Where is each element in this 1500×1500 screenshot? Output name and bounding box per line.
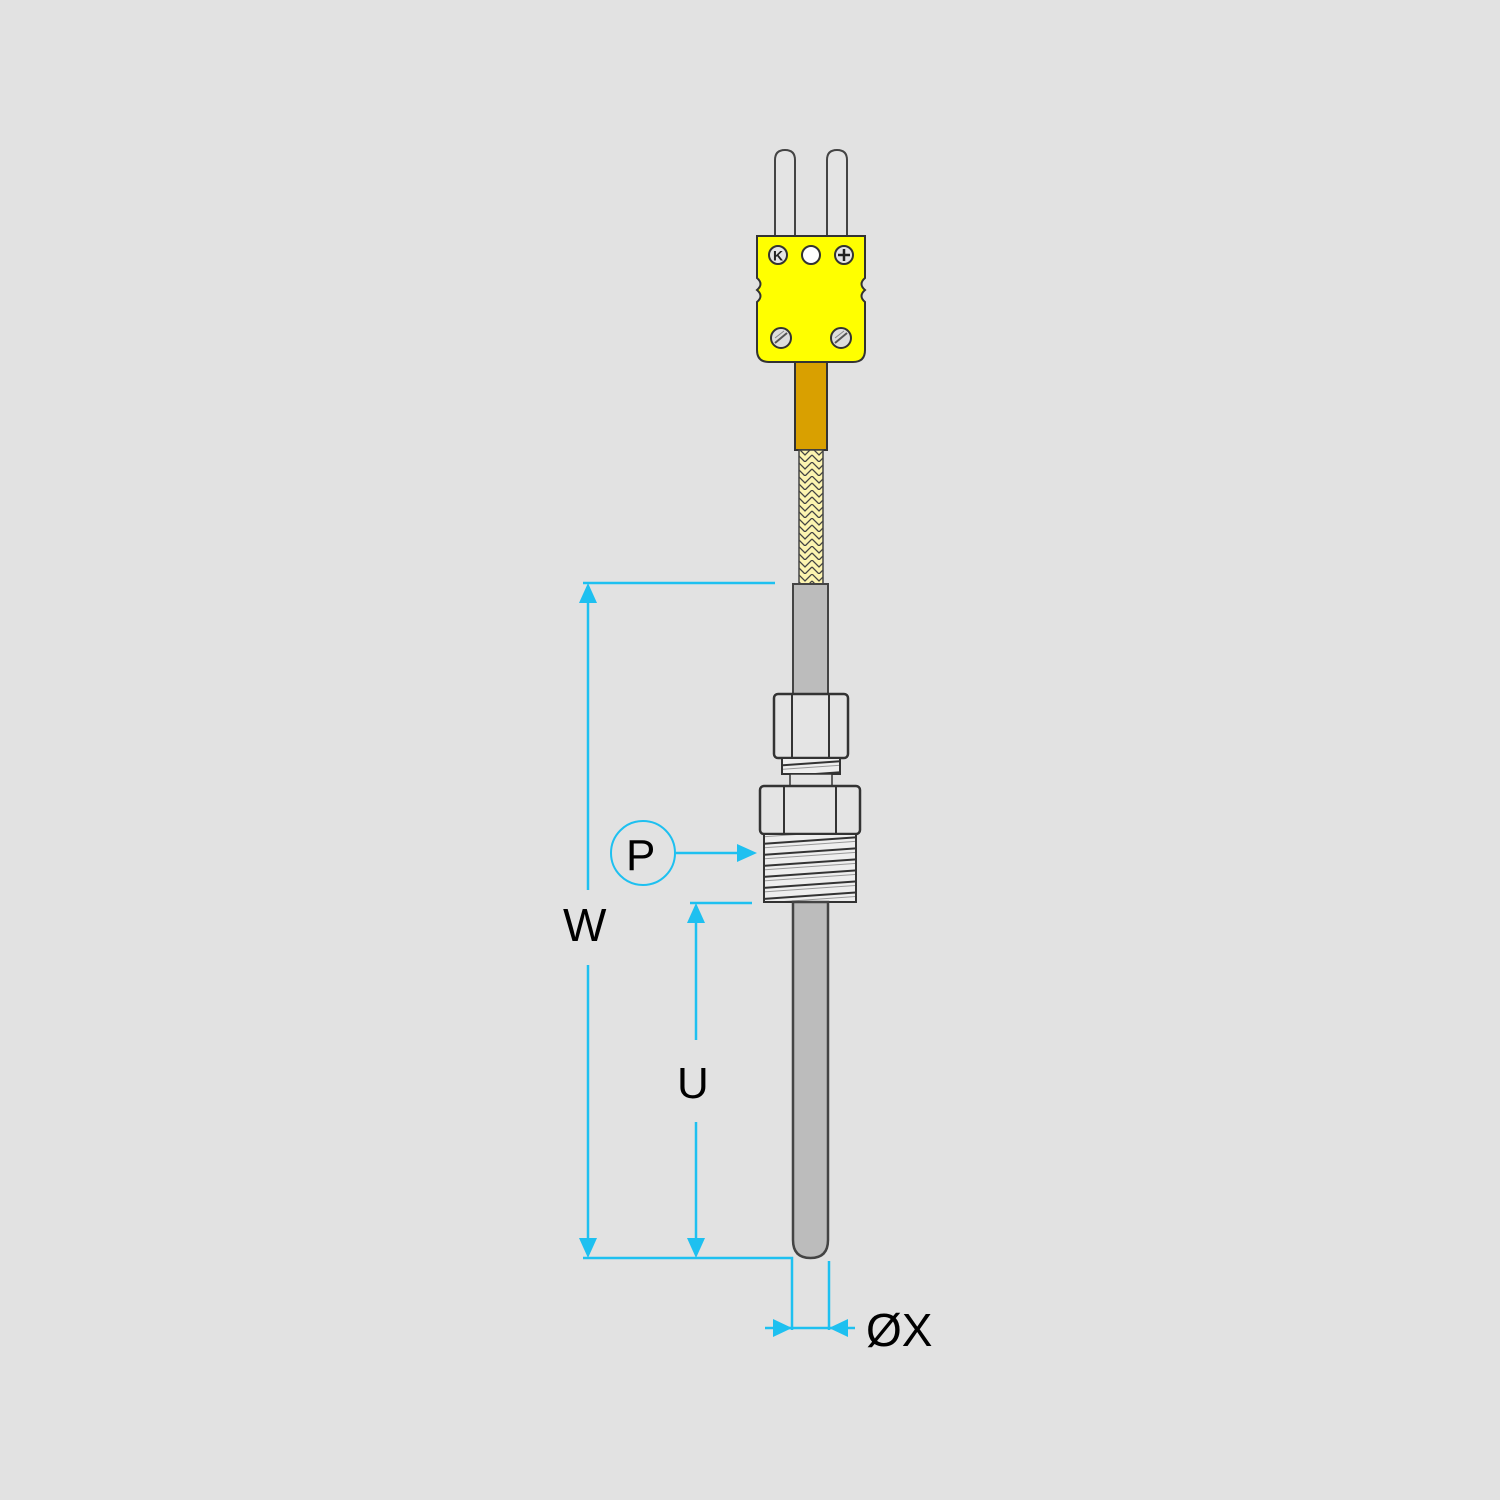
strain-relief [794,361,828,451]
screw-left-icon [770,327,792,349]
sheath-lower [791,900,830,1260]
sheath-upper [792,583,829,695]
overall-length-label: W [563,899,607,951]
immersion-length-label: U [677,1059,709,1108]
braided-lead-wire [798,449,824,585]
sheath-diameter-label: ØX [866,1304,933,1356]
dimension-arrowheads [579,583,848,1337]
process-connection-callout [610,820,676,886]
positive-polarity-icon [834,245,854,265]
type-k-marking-icon: K [768,245,788,265]
fitting-hex-body [758,784,862,836]
center-hole-icon [801,245,821,265]
compression-nut [772,692,850,760]
npt-process-thread [763,833,857,903]
connector-plug: K [755,235,867,363]
svg-text:K: K [773,248,783,264]
fitting-neck [789,773,833,787]
compression-thread [781,757,841,775]
process-connection-label: P [626,831,656,880]
screw-right-icon [830,327,852,349]
connector-pins [774,148,848,237]
